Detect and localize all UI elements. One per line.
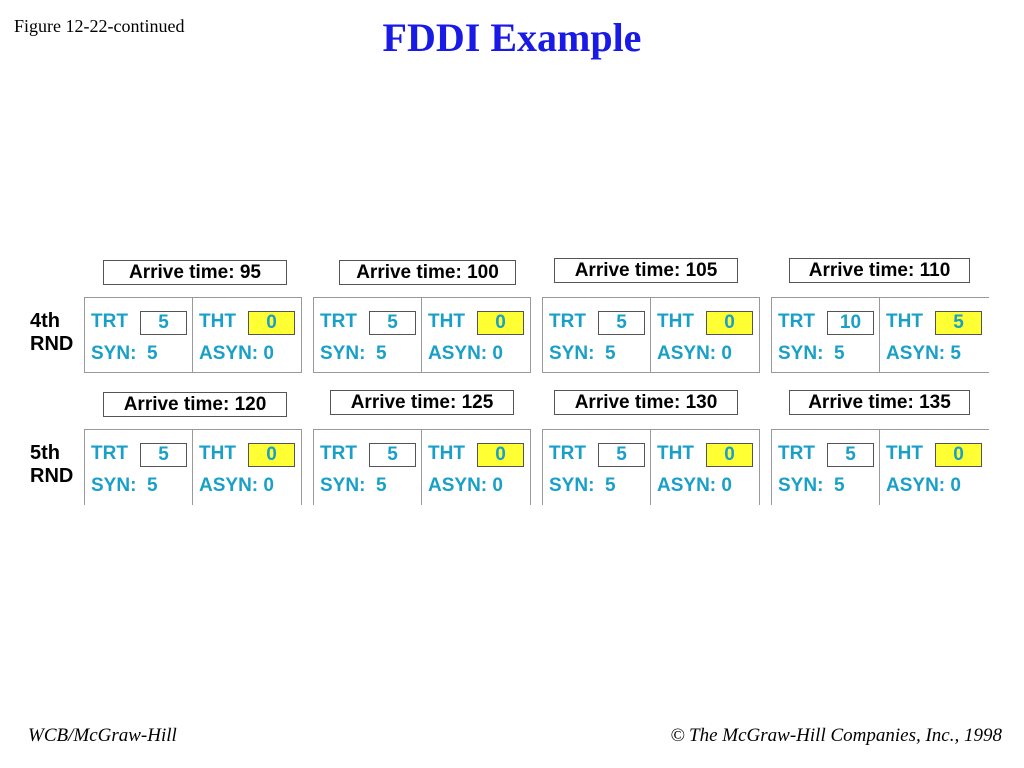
tht-label: THT [428,311,465,332]
trt-label: TRT [320,311,357,332]
trt-label: TRT [549,443,586,464]
syn-value: SYN: 5 [91,343,158,364]
trt-value: 5 [598,311,645,335]
trt-label: TRT [91,443,128,464]
station-panel: TRT 5 THT 0 SYN: 5 ASYN: 0 [84,297,302,373]
station-panel: TRT 5 THT 0 SYN: 5 ASYN: 0 [771,429,989,505]
panel-divider [421,298,422,372]
footer-copyright: ©The McGraw-Hill Companies, Inc., 1998 [671,725,1002,747]
round-label-5th: 5th RND [30,442,82,488]
tht-label: THT [657,311,694,332]
station-panel: TRT 5 THT 0 SYN: 5 ASYN: 0 [542,297,760,373]
panel-divider [879,430,880,505]
round-label-line2: RND [30,333,74,355]
station-panel: TRT 10 THT 5 SYN: 5 ASYN: 5 [771,297,989,373]
panel-divider [192,430,193,505]
tht-label: THT [886,443,923,464]
panel-divider [421,430,422,505]
round-label-4th: 4th RND [30,310,82,356]
tht-value: 0 [248,311,295,335]
slide-title: FDDI Example [382,15,642,60]
round-label-line2: RND [30,465,74,487]
round-label-line1: 5th [30,442,60,464]
asyn-value: ASYN: 5 [886,343,961,364]
tht-value: 0 [706,311,753,335]
syn-value: SYN: 5 [778,475,845,496]
arrive-time-box: Arrive time: 135 [789,390,970,415]
tht-value: 0 [477,311,524,335]
arrive-time-box: Arrive time: 125 [330,390,514,415]
asyn-value: ASYN: 0 [657,343,732,364]
panel-divider [879,298,880,372]
arrive-time-box: Arrive time: 120 [103,392,287,417]
syn-value: SYN: 5 [320,343,387,364]
tht-label: THT [886,311,923,332]
tht-value: 0 [248,443,295,467]
tht-label: THT [199,443,236,464]
arrive-time-box: Arrive time: 95 [103,260,287,285]
trt-label: TRT [91,311,128,332]
panel-divider [650,430,651,505]
trt-value: 5 [369,443,416,467]
asyn-value: ASYN: 0 [886,475,961,496]
arrive-time-box: Arrive time: 110 [789,258,970,283]
asyn-value: ASYN: 0 [428,475,503,496]
trt-label: TRT [778,311,815,332]
arrive-time-box: Arrive time: 130 [554,390,738,415]
arrive-time-box: Arrive time: 105 [554,258,738,283]
trt-value: 5 [598,443,645,467]
trt-value: 5 [369,311,416,335]
copyright-text: The McGraw-Hill Companies, Inc., 1998 [689,725,1002,746]
arrive-time-box: Arrive time: 100 [339,260,516,285]
station-panel: TRT 5 THT 0 SYN: 5 ASYN: 0 [84,429,302,505]
footer-publisher: WCB/McGraw-Hill [28,725,177,746]
tht-label: THT [428,443,465,464]
tht-value: 0 [706,443,753,467]
tht-value: 5 [935,311,982,335]
trt-label: TRT [549,311,586,332]
syn-value: SYN: 5 [549,475,616,496]
trt-value: 5 [827,443,874,467]
asyn-value: ASYN: 0 [199,475,274,496]
asyn-value: ASYN: 0 [657,475,732,496]
round-label-line1: 4th [30,310,60,332]
tht-label: THT [657,443,694,464]
tht-value: 0 [935,443,982,467]
asyn-value: ASYN: 0 [428,343,503,364]
syn-value: SYN: 5 [549,343,616,364]
trt-value: 5 [140,443,187,467]
copyright-symbol: © [670,725,686,746]
trt-label: TRT [320,443,357,464]
figure-label: Figure 12-22-continued [14,16,185,36]
station-panel: TRT 5 THT 0 SYN: 5 ASYN: 0 [313,429,531,505]
panel-divider [650,298,651,372]
station-panel: TRT 5 THT 0 SYN: 5 ASYN: 0 [542,429,760,505]
tht-label: THT [199,311,236,332]
tht-value: 0 [477,443,524,467]
trt-value: 5 [140,311,187,335]
syn-value: SYN: 5 [320,475,387,496]
trt-label: TRT [778,443,815,464]
syn-value: SYN: 5 [778,343,845,364]
syn-value: SYN: 5 [91,475,158,496]
asyn-value: ASYN: 0 [199,343,274,364]
station-panel: TRT 5 THT 0 SYN: 5 ASYN: 0 [313,297,531,373]
panel-divider [192,298,193,372]
trt-value: 10 [827,311,874,335]
